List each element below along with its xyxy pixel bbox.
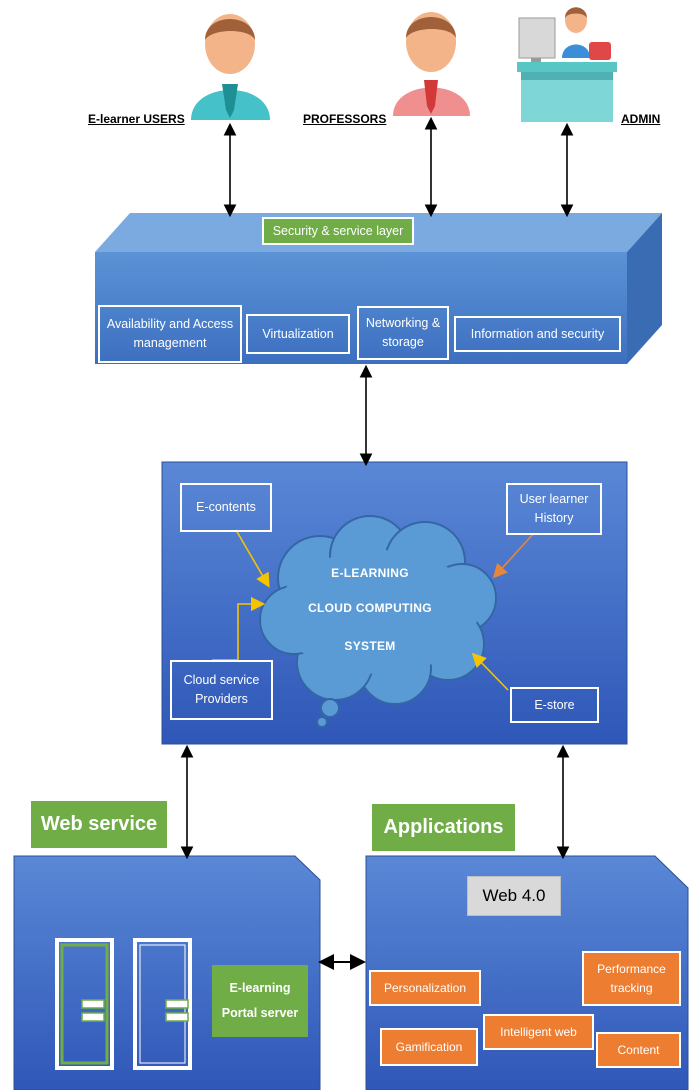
networking-box: Networking & storage	[357, 306, 449, 360]
information-box: Information and security	[454, 316, 621, 352]
cloud-title-line1: E-LEARNING	[331, 566, 409, 580]
cloud-title-line3: SYSTEM	[344, 639, 396, 653]
e-contents-box: E-contents	[180, 483, 272, 532]
security-layer-title: Security & service layer	[262, 217, 414, 245]
intelligent-web-box: Intelligent web	[483, 1014, 594, 1050]
server-icon	[55, 938, 114, 1070]
web-service-title: Web service	[31, 801, 167, 848]
gamification-box: Gamification	[380, 1028, 478, 1066]
cloud-providers-box: Cloud service Providers	[170, 660, 273, 720]
professors-label: PROFESSORS	[303, 112, 387, 126]
user-history-box: User learner History	[506, 483, 602, 535]
availability-box: Availability and Access management	[98, 305, 242, 363]
admin-label: ADMIN	[621, 112, 661, 126]
portal-server-box: E-learning Portal server	[212, 965, 308, 1037]
cloud-title-line2: CLOUD COMPUTING	[308, 601, 432, 615]
cloud-shape	[259, 515, 497, 728]
arrow-econtents-cloud	[235, 529, 270, 588]
content-box: Content	[596, 1032, 681, 1068]
personalization-box: Personalization	[369, 970, 481, 1006]
arrow-estore-cloud	[471, 652, 509, 691]
virtualization-box: Virtualization	[246, 314, 350, 354]
server-icon	[133, 938, 192, 1070]
user-person-icon	[191, 14, 270, 120]
arrow-history-cloud	[492, 532, 535, 579]
applications-title: Applications	[372, 804, 515, 851]
users-label: E-learner USERS	[88, 112, 185, 126]
admin-desk-icon	[517, 7, 617, 122]
web40-box: Web 4.0	[467, 876, 561, 916]
performance-tracking-box: Performance tracking	[582, 951, 681, 1006]
e-store-box: E-store	[510, 687, 599, 723]
professor-person-icon	[393, 12, 470, 116]
